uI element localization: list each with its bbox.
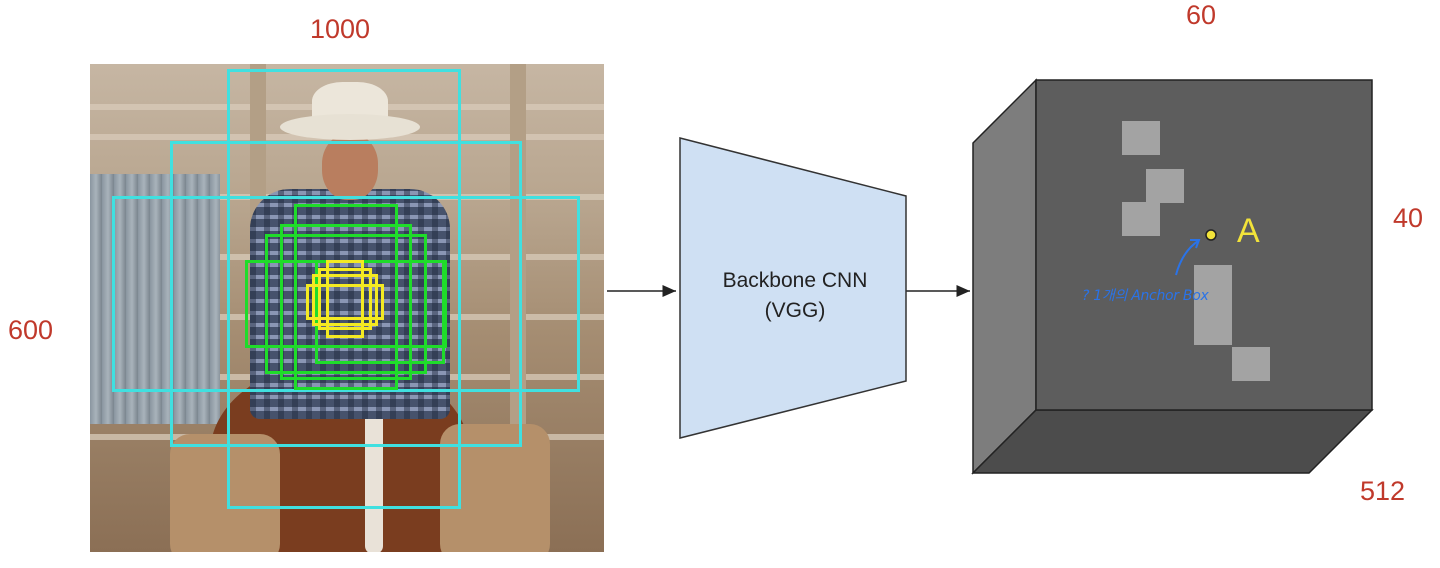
- anchor-box-large-wide: [112, 196, 580, 392]
- image-height-label: 600: [8, 315, 54, 345]
- anchor-annotation: ? 1개의 Anchor Box: [1082, 288, 1209, 304]
- anchor-box-large-square: [170, 141, 522, 447]
- anchor-box-large-top: [227, 69, 461, 199]
- input-image: [90, 64, 604, 552]
- anchor-box-medium-offset: [315, 260, 445, 364]
- anchor-label: A: [1237, 212, 1260, 250]
- backbone-label-line2: (VGG): [764, 299, 826, 322]
- anchor-box-medium-square: [265, 234, 427, 374]
- backbone-label-line1: Backbone CNN: [722, 269, 868, 292]
- annotation-arrowhead: [1190, 239, 1201, 249]
- hat-brim: [280, 114, 420, 140]
- anchor-box-medium-tall: [294, 204, 398, 390]
- feature-cell: [1122, 121, 1160, 155]
- feature-cell: [1194, 265, 1232, 345]
- feature-map-bottom-face: [971, 409, 1374, 474]
- feature-cell: [1232, 347, 1270, 381]
- feature-map-side-face: [972, 78, 1037, 475]
- anchor-box-medium-inner: [280, 224, 412, 380]
- anchor-box-small-wide: [312, 274, 378, 326]
- rider-face: [322, 134, 378, 200]
- rider-leg-left: [170, 434, 280, 552]
- feature-map-width-label: 60: [1186, 0, 1217, 30]
- feature-cell: [1122, 202, 1160, 236]
- anchor-point: [1205, 229, 1217, 241]
- anchor-box-small-square: [318, 268, 372, 330]
- backbone-trapezoid: [679, 137, 907, 439]
- metal-gate: [90, 174, 220, 424]
- feature-map-front-face: [1035, 79, 1373, 411]
- image-width-label: 1000: [310, 14, 371, 44]
- horse-blaze: [365, 394, 383, 552]
- rider-shirt-pattern: [250, 189, 450, 419]
- rider-shirt: [250, 189, 450, 419]
- feature-map-height-label: 40: [1393, 203, 1424, 233]
- anchor-box-small-flat: [306, 284, 384, 320]
- feature-map-depth-label: 512: [1360, 476, 1406, 506]
- annotation-arrow: [1175, 240, 1199, 276]
- anchor-box-small-tall: [326, 260, 364, 338]
- feature-cell: [1146, 169, 1184, 203]
- backbone-label: Backbone CNN (VGG): [680, 266, 910, 326]
